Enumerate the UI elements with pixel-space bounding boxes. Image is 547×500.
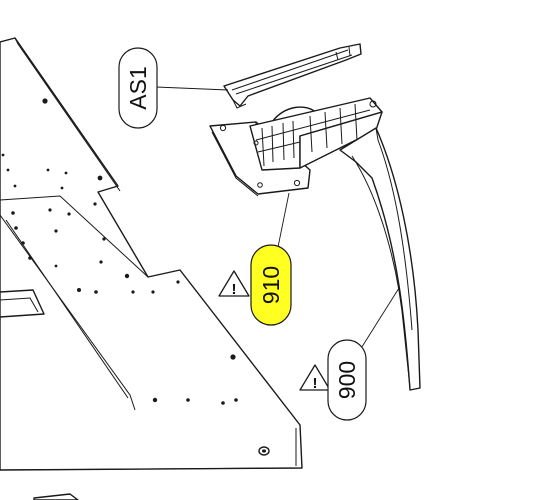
- part-910-bracket: [209, 97, 383, 197]
- part-as1-cover: [223, 43, 362, 109]
- plate-holes: [1, 98, 238, 405]
- leader-lines: [155, 86, 400, 351]
- callout-label-910: 910: [258, 266, 284, 304]
- callout-900: 900: [327, 339, 367, 421]
- screw-head: [258, 446, 270, 456]
- warning-mark: !: [313, 375, 318, 392]
- part-900-stand-arm: [339, 127, 421, 391]
- callout-910: 910: [250, 244, 292, 326]
- callout-label-as1: AS1: [125, 66, 151, 109]
- back-plate: [0, 37, 303, 500]
- warning-triangle-icon: !: [299, 364, 331, 392]
- warning-mark: !: [232, 281, 237, 298]
- warning-triangle-icon: !: [218, 270, 250, 298]
- callout-label-900: 900: [334, 361, 360, 399]
- callout-as1: AS1: [118, 47, 158, 129]
